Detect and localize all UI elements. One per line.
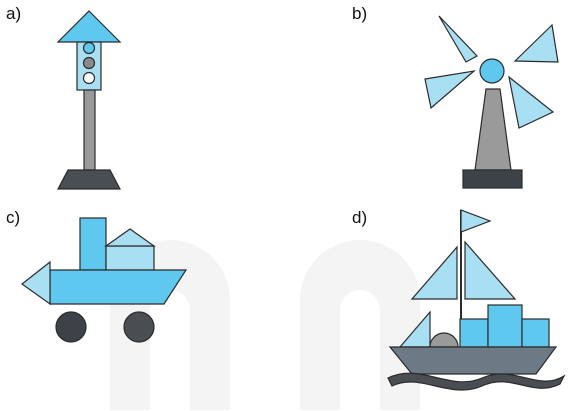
windmill-blade-top-left bbox=[438, 15, 478, 63]
car-boat-wheel-right bbox=[123, 311, 155, 343]
car-boat-bow bbox=[20, 260, 51, 306]
car-boat-figure bbox=[20, 217, 188, 343]
windmill-hub bbox=[479, 58, 505, 84]
sailboat-sail-left bbox=[410, 245, 458, 300]
traffic-light-figure bbox=[56, 10, 122, 190]
traffic-light-lamp-top bbox=[82, 41, 96, 55]
sailboat-wave bbox=[387, 372, 566, 391]
traffic-light-arrow-top bbox=[56, 10, 122, 43]
windmill-figure bbox=[424, 15, 559, 189]
sailboat-sail-right bbox=[464, 240, 517, 300]
sailboat-flag bbox=[460, 209, 492, 233]
car-boat-hull bbox=[49, 269, 188, 305]
car-boat-cabin-tall bbox=[79, 217, 107, 271]
windmill-blade-left bbox=[424, 70, 477, 110]
traffic-light-lamp-middle bbox=[82, 56, 96, 70]
watermark-logo bbox=[110, 240, 420, 410]
windmill-tower bbox=[474, 88, 512, 171]
traffic-light-base bbox=[57, 169, 121, 190]
sailboat-figure bbox=[387, 209, 566, 391]
sailboat-cargo-left bbox=[459, 318, 489, 348]
sailboat-dome bbox=[429, 332, 459, 348]
traffic-light-lamp-bottom bbox=[82, 71, 96, 85]
panel-label-c: c) bbox=[6, 208, 21, 227]
sailboat-hull bbox=[388, 346, 558, 375]
windmill-blade-right bbox=[508, 75, 555, 129]
windmill-blade-top-right bbox=[513, 23, 559, 63]
panel-label-d: d) bbox=[352, 208, 368, 227]
sailboat-cargo-middle bbox=[487, 304, 523, 348]
panel-label-b: b) bbox=[352, 4, 368, 23]
car-boat-cabin-roof bbox=[104, 228, 156, 247]
sailboat-cargo-right bbox=[521, 318, 550, 348]
car-boat-cabin-box bbox=[105, 245, 155, 271]
windmill-base bbox=[462, 169, 523, 189]
panel-label-a: a) bbox=[6, 4, 22, 23]
car-boat-wheel-left bbox=[55, 311, 87, 343]
traffic-light-pole bbox=[83, 89, 96, 171]
